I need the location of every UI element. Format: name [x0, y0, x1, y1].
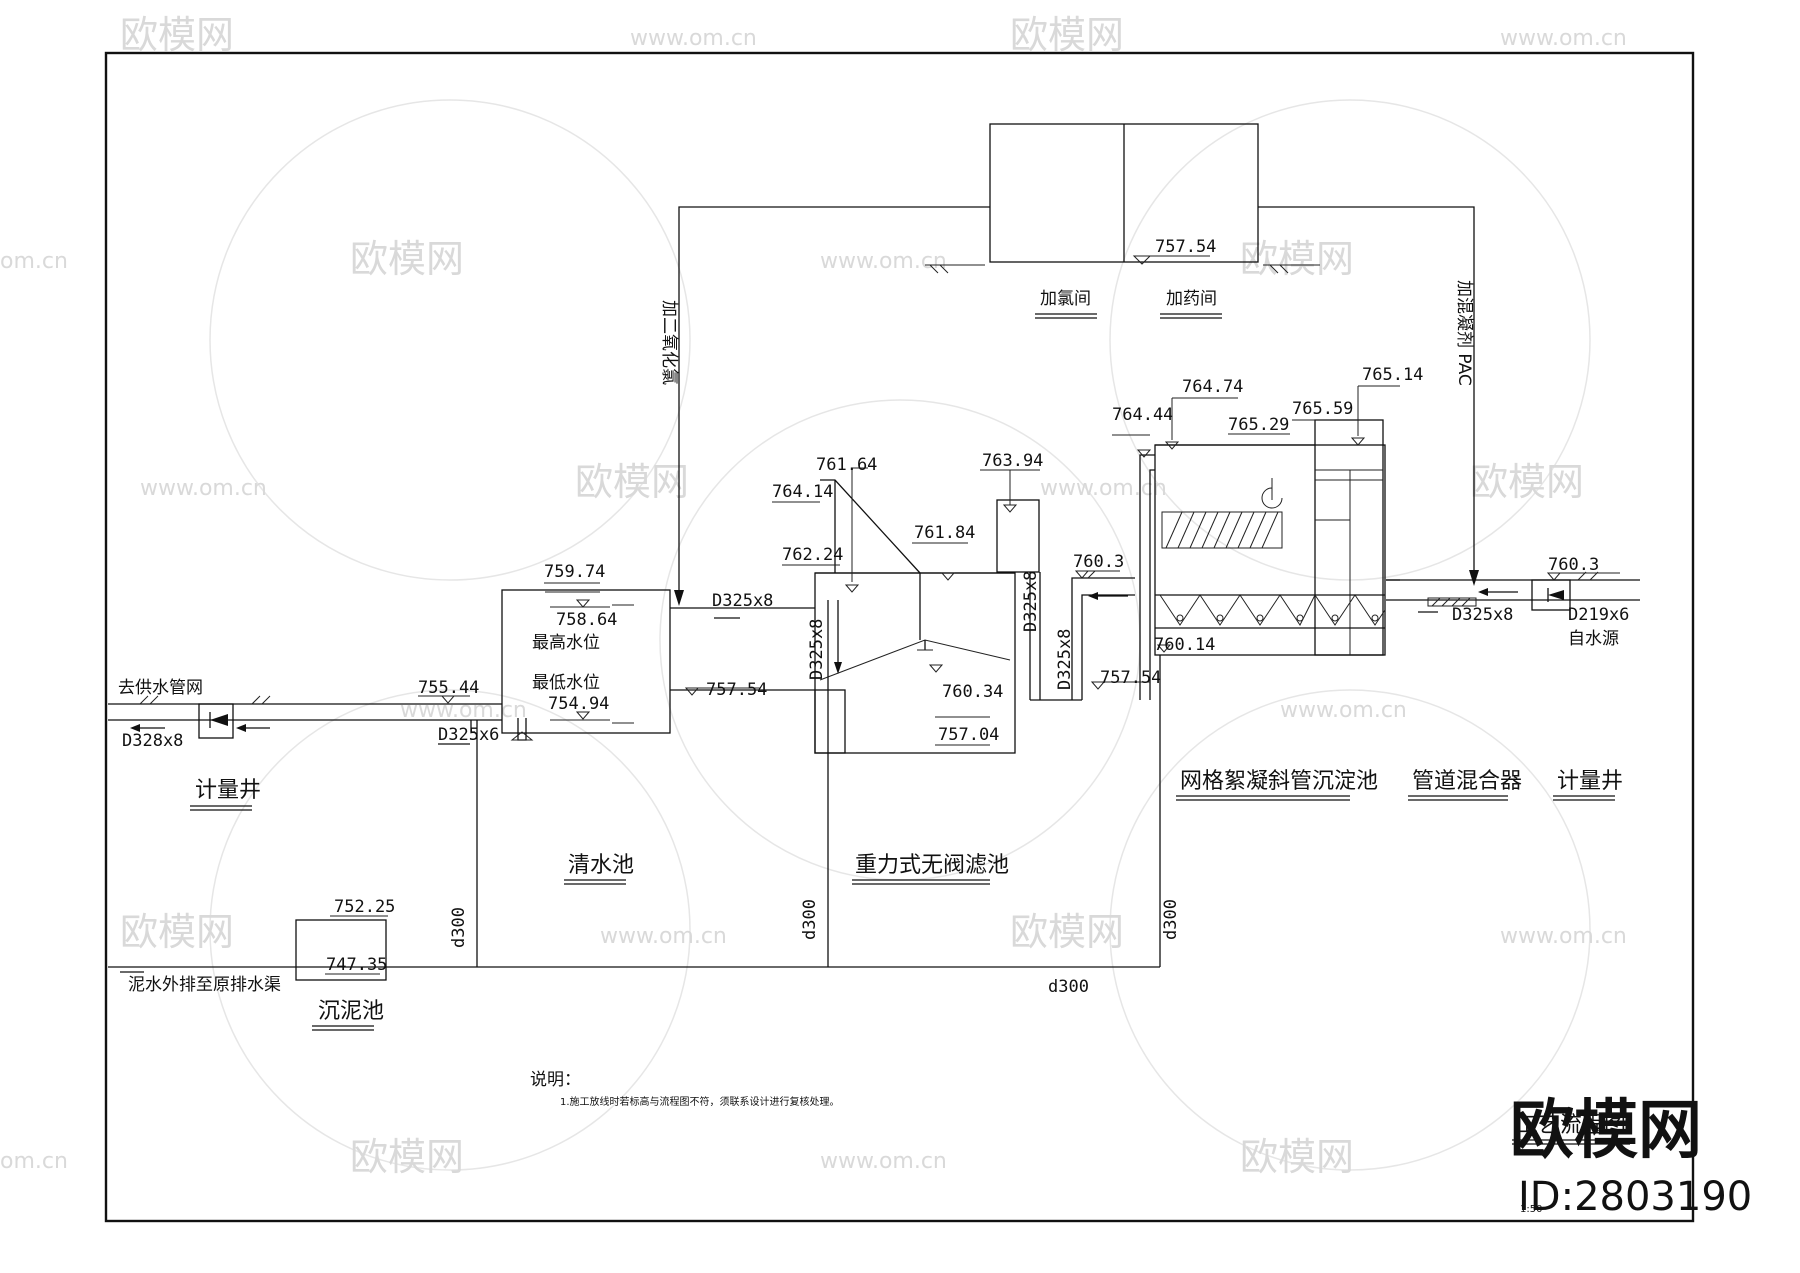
- drain-main-pipe: d300: [1048, 977, 1089, 997]
- watermark-site: www.om.cn: [630, 26, 757, 51]
- settler-elev-765-59: 765.59: [1292, 399, 1353, 419]
- watermark-site: www.om.cn: [1040, 476, 1167, 501]
- settler-elev-765-29: 765.29: [1228, 415, 1289, 435]
- drain-1-pipe: d300: [449, 907, 469, 948]
- sludge-tank: 752.25 747.35 沉泥池: [295, 897, 395, 1031]
- meter-well-left-label: 计量井: [195, 778, 261, 803]
- watermark-layer: 欧模网 欧模网 欧模网 欧模网 欧模网 欧模网 欧模网 欧模网 欧模网 欧模网 …: [0, 13, 1627, 1179]
- clear-well-label: 清水池: [568, 853, 634, 878]
- watermark-brand: 欧模网: [120, 910, 234, 954]
- clear-high-elev: 758.64: [556, 610, 617, 630]
- watermark-site: www.om.cn: [1280, 698, 1407, 723]
- chlorine-room-label: 加氯间: [1040, 289, 1091, 309]
- drawing-frame: [104, 51, 1695, 1223]
- settler-tank: 764.44 764.74 765.29 765.59 765.14 760.1…: [1112, 365, 1423, 700]
- watermark-brand: 欧模网: [1240, 1135, 1354, 1179]
- watermark-brand: 欧模网: [1470, 460, 1584, 504]
- gravity-filter: 761.64 764.14 762.24 761.84 763.94 760.3…: [670, 451, 1161, 754]
- source-inlet: 760.3 D325x8 D219x6 自水源: [1386, 555, 1640, 649]
- clear-water-tank: 759.74 758.64 最高水位 最低水位 754.94: [501, 562, 671, 741]
- overlay-watermark: 欧模网 ID:2803190: [1510, 1094, 1752, 1220]
- drawing-scale: 1:50: [1520, 1204, 1542, 1215]
- watermark-brand: 欧模网: [350, 237, 464, 281]
- clear-outlet-elev: 755.44: [418, 678, 479, 698]
- overlay-id: ID:2803190: [1518, 1174, 1752, 1220]
- overlay-brand: 欧模网: [1510, 1094, 1702, 1168]
- watermark-brand: 欧模网: [350, 1135, 464, 1179]
- clear-inlet-pipe: D325x8: [712, 591, 773, 611]
- filter-elev-764-14: 764.14: [772, 482, 833, 502]
- meter-well-right-label: 计量井: [1557, 769, 1623, 794]
- watermark-brand: 欧模网: [120, 13, 234, 57]
- settler-elev-765-14: 765.14: [1362, 365, 1423, 385]
- watermark-brand: 欧模网: [1240, 237, 1354, 281]
- filter-elev-760-34: 760.34: [942, 682, 1003, 702]
- clear-inlet-elev: 757.54: [706, 680, 767, 700]
- low-level-label: 最低水位: [532, 673, 600, 693]
- source-pipe: D219x6: [1568, 605, 1629, 625]
- drawing-title: 工艺流程图: [1516, 1113, 1626, 1138]
- supply-pipe: D328x8: [122, 731, 183, 751]
- watermark-site-short: om.cn: [0, 249, 68, 274]
- watermark-site: www.om.cn: [1500, 924, 1627, 949]
- watermark-brand: 欧模网: [1010, 910, 1124, 954]
- settler-elev-764-44: 764.44: [1112, 405, 1173, 425]
- watermark-brand: 欧模网: [1010, 13, 1124, 57]
- sludge-top-elev: 752.25: [334, 897, 395, 917]
- room-elevation: 757.54: [1155, 237, 1216, 257]
- source-label: 自水源: [1568, 629, 1619, 649]
- settler-elev-764-74: 764.74: [1182, 377, 1243, 397]
- settler-elev-760-14: 760.14: [1154, 635, 1215, 655]
- pac-feed-label: 加混凝剂 PAC: [1454, 280, 1474, 386]
- dosing-room-label: 加药间: [1166, 289, 1217, 309]
- filter-up-pipe: D325x8: [807, 619, 827, 680]
- clear-top-elev: 759.74: [544, 562, 605, 582]
- settler-outlet-elev: 760.3: [1073, 552, 1124, 572]
- dosing-building: 加氯间 加药间 757.54: [925, 123, 1320, 319]
- sludge-outlet-label: 泥水外排至原排水渠: [128, 975, 281, 995]
- watermark-site: www.om.cn: [820, 249, 947, 274]
- watermark-site-short: om.cn: [0, 1149, 68, 1174]
- filter-vertical-pipe-2: D325x8: [1055, 629, 1075, 690]
- chlorine-feed-label: 加二氧化氯: [659, 300, 679, 385]
- clear-low-elev: 754.94: [548, 694, 609, 714]
- filter-outlet-elev: 757.54: [1100, 668, 1161, 688]
- watermark-site: www.om.cn: [820, 1149, 947, 1174]
- notes-block: 说明： 1.施工放线时若标高与流程图不符，须联系设计进行复核处理。: [530, 1070, 840, 1108]
- chemical-feed-lines: 加二氧化氯 加混凝剂 PAC: [659, 206, 1479, 606]
- notes-title: 说明：: [530, 1070, 581, 1090]
- settler-to-filter-pipe: 760.3: [1071, 552, 1135, 700]
- clear-well-inlet: D325x8 757.54: [670, 591, 815, 700]
- filter-elev-761-84: 761.84: [914, 523, 975, 543]
- filter-elev-762-24: 762.24: [782, 545, 843, 565]
- drain-2-pipe: d300: [800, 899, 820, 940]
- watermark-site: www.om.cn: [1500, 26, 1627, 51]
- supply-label: 去供水管网: [118, 678, 203, 698]
- watermark-site: www.om.cn: [400, 698, 527, 723]
- source-elev: 760.3: [1548, 555, 1599, 575]
- sludge-tank-label: 沉泥池: [318, 999, 384, 1024]
- sludge-bottom-elev: 747.35: [326, 955, 387, 975]
- watermark-brand: 欧模网: [575, 460, 689, 504]
- notes-line-1: 1.施工放线时若标高与流程图不符，须联系设计进行复核处理。: [560, 1095, 840, 1108]
- filter-elev-763-94: 763.94: [982, 451, 1043, 471]
- high-level-label: 最高水位: [532, 633, 600, 653]
- watermark-site: www.om.cn: [140, 476, 267, 501]
- unit-labels: 清水池 重力式无阀滤池 网格絮凝斜管沉淀池 管道混合器 计量井: [564, 769, 1623, 885]
- filter-vertical-pipe-1: D325x8: [1021, 571, 1041, 632]
- clear-outlet-pipe: D325x6: [438, 725, 499, 745]
- mixer-label: 管道混合器: [1412, 769, 1522, 794]
- watermark-site: www.om.cn: [600, 924, 727, 949]
- main-inlet-pipe: D325x8: [1452, 605, 1513, 625]
- settler-label: 网格絮凝斜管沉淀池: [1180, 769, 1378, 794]
- filter-elev-761-64: 761.64: [816, 455, 877, 475]
- gravity-filter-label: 重力式无阀滤池: [855, 853, 1009, 878]
- title-block: 工艺流程图 1:50: [1512, 1113, 1630, 1215]
- drain-network: d300 d300 d300 d300 泥水外排至原排水渠: [108, 655, 1181, 997]
- drain-3-pipe: d300: [1161, 899, 1181, 940]
- filter-elev-757-04: 757.04: [938, 725, 999, 745]
- supply-outlet: 去供水管网 D328x8 755.44 D325x6 计量井: [108, 678, 502, 811]
